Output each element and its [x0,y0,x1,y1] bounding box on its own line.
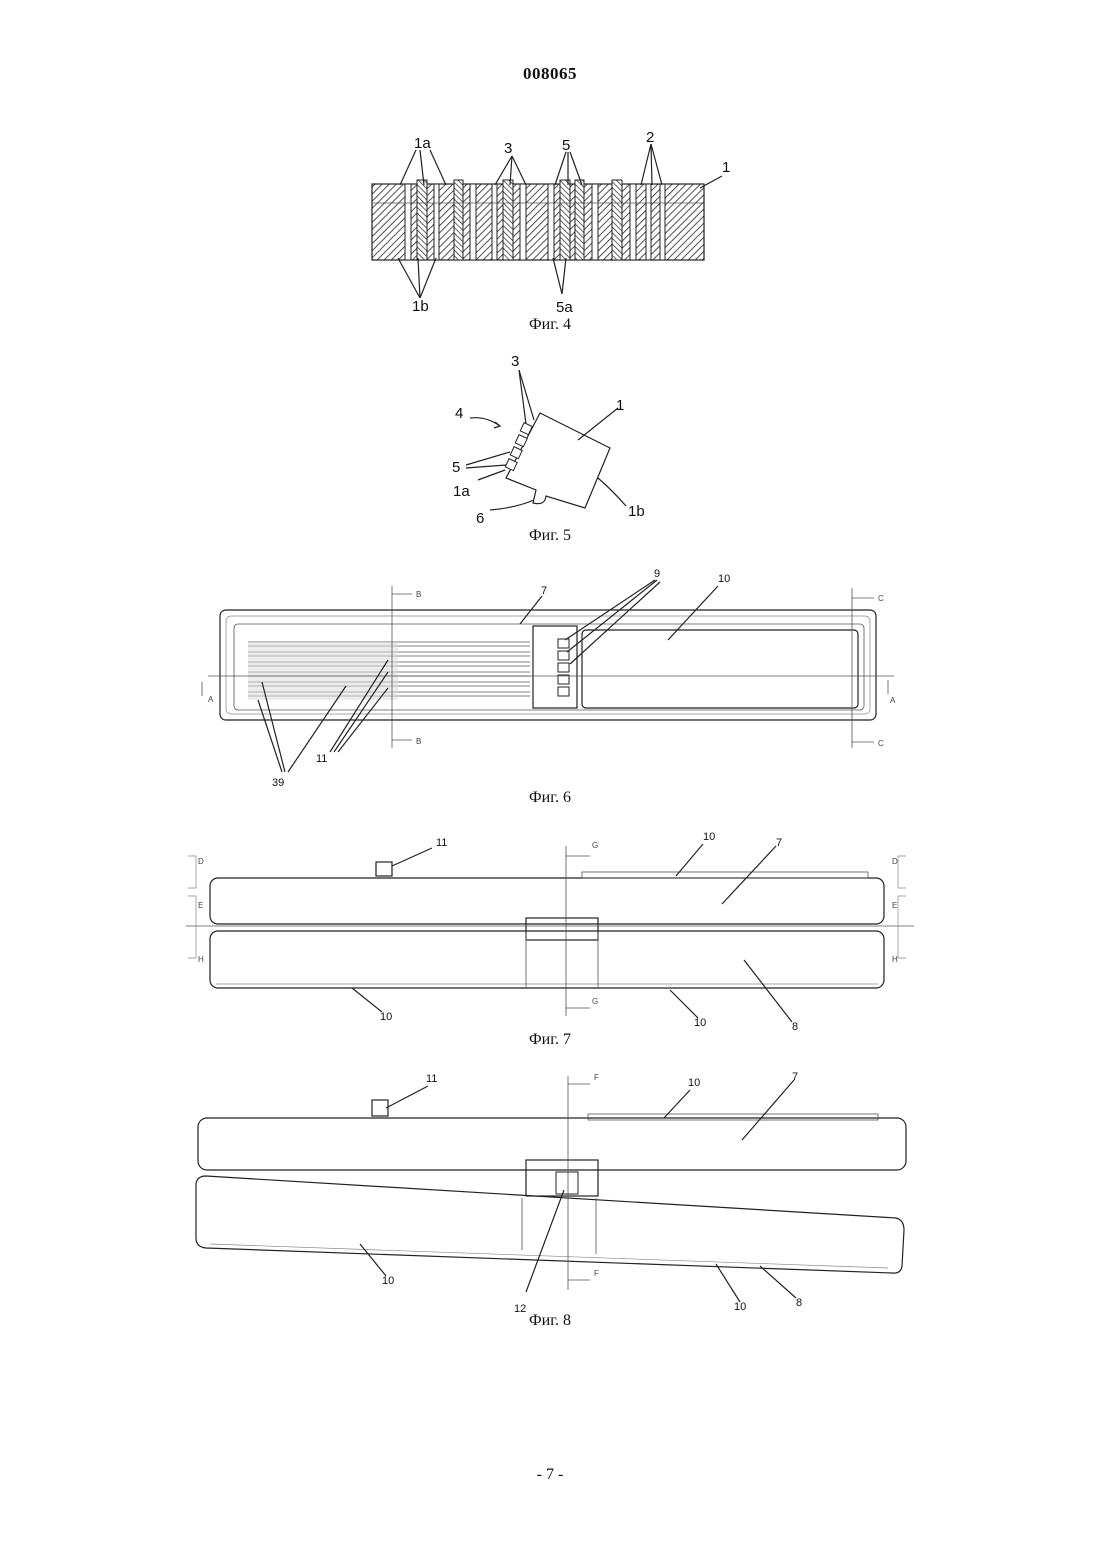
fig5-label-4: 4 [455,405,463,422]
fig6-section-b-bottom: B [416,737,421,746]
fig6-label-9: 9 [654,568,660,580]
fig4-label-1: 1 [722,159,730,176]
fig8-label-7: 7 [792,1071,798,1083]
fig6-section-c-top: C [878,594,884,603]
fig5-label-5: 5 [452,459,460,476]
fig4-caption: Фиг. 4 [0,316,1100,334]
fig7-label-10-right: 10 [694,1017,706,1029]
fig5-label-6: 6 [476,510,484,527]
fig8-label-8: 8 [796,1297,802,1309]
fig7-section-g-top: G [592,841,598,850]
fig4-label-5a: 5a [556,299,573,316]
fig4-label-3: 3 [504,140,512,157]
fig6-label-7: 7 [541,585,547,597]
fig7-section-d-left: D [198,857,204,866]
fig6-section-a-right: A [890,696,896,705]
fig6-label-10: 10 [718,573,730,585]
fig5-label-1: 1 [616,397,624,414]
fig7-caption: Фиг. 7 [0,1031,1100,1049]
fig8-label-10-top: 10 [688,1077,700,1089]
fig5-label-1b: 1b [628,503,645,520]
fig7-section-g-bottom: G [592,997,598,1006]
fig5-caption: Фиг. 5 [0,527,1100,545]
fig7-section-d-right: D [892,857,898,866]
fig8-label-10-left: 10 [382,1275,394,1287]
fig7-label-11: 11 [436,837,447,849]
fig7-section-h-right: H [892,955,898,964]
figure-4-drawing [372,144,722,298]
fig6-label-39: 39 [272,777,284,789]
figure-8-drawing [196,1076,906,1302]
fig4-label-1b: 1b [412,298,429,315]
fig6-section-a-left: A [208,695,214,704]
fig8-section-f-top: F [594,1073,599,1082]
fig8-caption: Фиг. 8 [0,1312,1100,1330]
fig7-section-h-left: H [198,955,204,964]
figure-7-drawing [186,844,914,1022]
fig8-section-f-bottom: F [594,1269,599,1278]
fig5-label-1a: 1a [453,483,470,500]
figure-6-drawing [202,580,894,772]
fig4-label-5: 5 [562,137,570,154]
fig4-label-2: 2 [646,129,654,146]
fig7-label-10-left: 10 [380,1011,392,1023]
fig6-caption: Фиг. 6 [0,789,1100,807]
figure-8-labels: 11 10 7 12 10 10 8 F F [382,1071,802,1315]
figure-5-drawing [466,370,626,510]
fig4-label-1a: 1a [414,135,431,152]
fig6-section-b-top: B [416,590,421,599]
fig7-label-7: 7 [776,837,782,849]
fig7-label-10-top: 10 [703,831,715,843]
fig5-label-3: 3 [511,353,519,370]
figure-7-labels: 11 10 7 10 10 8 G G D D E E H H [198,831,898,1033]
fig7-section-e-left: E [198,901,203,910]
fig8-label-11: 11 [426,1073,437,1085]
fig7-section-e-right: E [892,901,897,910]
page-number: - 7 - [0,1466,1100,1484]
fig6-label-11: 11 [316,753,327,765]
fig6-section-c-bottom: C [878,739,884,748]
